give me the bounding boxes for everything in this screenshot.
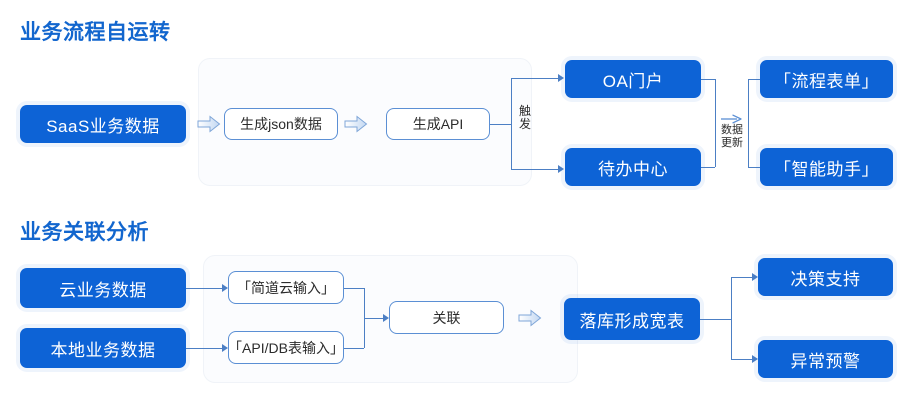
thin-arrow-right-icon <box>752 355 758 363</box>
fat-arrow-right-icon <box>197 114 221 134</box>
thin-arrow-right-icon <box>558 74 564 82</box>
connector-input1-stub <box>344 287 364 289</box>
connector-to-form-output <box>748 79 760 81</box>
connector-store-stub <box>700 318 731 320</box>
connector-merge-to-join <box>364 317 386 319</box>
white-box-join[interactable]: 关联 <box>389 301 504 334</box>
thin-arrow-right-icon <box>720 112 744 124</box>
connector-branch-to-todo <box>511 169 561 171</box>
blue-box-wide-table-store[interactable]: 落库形成宽表 <box>564 298 700 340</box>
connector-todo-stub <box>701 167 715 169</box>
blue-box-anomaly-alert[interactable]: 异常预警 <box>758 340 893 378</box>
connector-to-anomaly-alert <box>731 359 755 361</box>
connector-branch-vertical <box>511 78 513 170</box>
connector-left-bracket-vertical <box>715 79 717 167</box>
white-box-step-generate-api[interactable]: 生成API <box>386 108 490 140</box>
section-title-business-correlation: 业务关联分析 <box>20 221 149 244</box>
blue-box-local-data[interactable]: 本地业务数据 <box>20 328 186 368</box>
blue-box-process-form[interactable]: 「流程表单」 <box>760 60 893 98</box>
connector-split-vertical <box>731 277 733 359</box>
transfer-label-data-update: 数据 更新 <box>718 124 746 149</box>
thin-arrow-right-icon <box>222 343 228 352</box>
connector-local-to-input <box>186 347 225 349</box>
thin-arrow-right-icon <box>222 283 228 292</box>
thin-arrow-right-icon <box>383 313 389 322</box>
connector-right-bracket-vertical <box>748 79 750 167</box>
connector-branch-to-oa <box>511 78 561 80</box>
white-box-input-api-db[interactable]: 「API/DB表输入」 <box>228 331 344 364</box>
transfer-label-line1: 数据 <box>721 124 743 136</box>
blue-box-smart-assistant[interactable]: 「智能助手」 <box>760 148 893 186</box>
thin-arrow-right-icon <box>752 273 758 281</box>
blue-box-oa-portal[interactable]: OA门户 <box>565 60 701 98</box>
fat-arrow-right-icon <box>344 114 368 134</box>
thin-arrow-right-icon <box>558 165 564 173</box>
connector-cloud-to-input <box>186 287 225 289</box>
connector-to-assistant-output <box>748 167 760 169</box>
connector-oa-stub <box>701 79 715 81</box>
blue-box-cloud-data[interactable]: 云业务数据 <box>20 268 186 308</box>
connector-step2-stub <box>490 123 511 125</box>
branch-label-trigger: 触发 <box>518 104 531 131</box>
white-box-step-generate-json[interactable]: 生成json数据 <box>224 108 338 140</box>
blue-box-decision-support[interactable]: 决策支持 <box>758 258 893 296</box>
blue-box-saas-source[interactable]: SaaS业务数据 <box>20 105 186 143</box>
transfer-label-line2: 更新 <box>721 136 743 149</box>
blue-box-todo-center[interactable]: 待办中心 <box>565 148 701 186</box>
connector-to-decision-support <box>731 277 755 279</box>
fat-arrow-right-icon <box>518 308 542 328</box>
connector-input2-stub <box>344 347 364 349</box>
white-box-input-jiandaoyun[interactable]: 「简道云输入」 <box>228 271 344 304</box>
section-title-process-automation: 业务流程自运转 <box>20 21 171 44</box>
